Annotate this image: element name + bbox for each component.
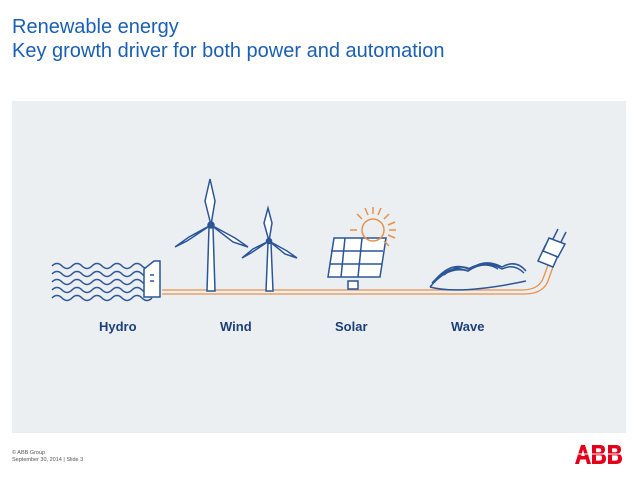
footer-date-slide: September 30, 2014 | Slide 3 — [12, 457, 83, 463]
plug-icon — [538, 229, 566, 267]
dam-icon — [144, 261, 160, 297]
label-wind: Wind — [220, 319, 252, 334]
slide-title: Renewable energy — [12, 16, 179, 39]
footer-copyright: © ABB Group — [12, 450, 45, 456]
label-solar: Solar — [335, 319, 368, 334]
water-waves-icon — [52, 264, 152, 301]
renewable-energy-illustration — [12, 101, 626, 433]
abb-logo — [574, 442, 626, 466]
label-hydro: Hydro — [99, 319, 137, 334]
label-wave: Wave — [451, 319, 484, 334]
sea-wave-icon — [430, 263, 526, 290]
wind-turbine-icon — [242, 208, 297, 291]
slide-subtitle: Key growth driver for both power and aut… — [12, 40, 444, 63]
solar-panel-icon — [328, 238, 386, 289]
wind-turbine-icon — [175, 179, 248, 291]
abb-logo-text: ABB — [0, 0, 1, 1]
